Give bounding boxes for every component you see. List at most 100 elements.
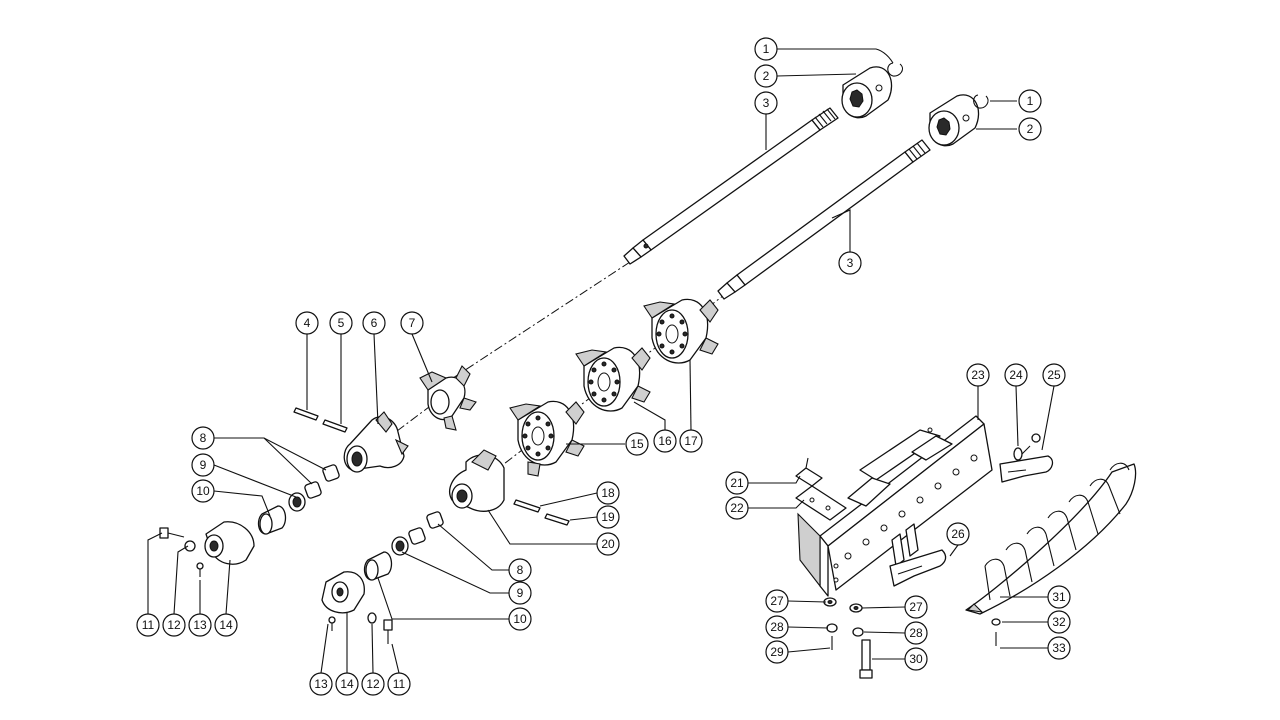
washer-28-right [852,627,864,637]
leader-lines [147,48,1055,674]
bearing-flange-14-center [321,571,365,614]
callout-number: 30 [909,652,923,666]
callout-23: 23 [966,363,990,387]
callout-24: 24 [1004,363,1028,387]
callout-number: 10 [513,612,527,626]
collar-b [928,94,980,147]
callout-number: 32 [1052,615,1066,629]
callout-number: 25 [1047,368,1061,382]
snap-ring-b [973,94,989,109]
spider-7 [419,365,477,431]
callout-3: 3 [754,91,778,115]
callout-21: 21 [725,471,749,495]
callout-number: 10 [196,484,210,498]
callout-number: 14 [219,618,233,632]
callout-1: 1 [754,37,778,61]
callout-number: 1 [1027,94,1034,108]
callout-2: 2 [1018,117,1042,141]
callout-10: 10 [508,607,532,631]
callout-29: 29 [765,640,789,664]
bearing-housing-20 [449,449,505,512]
callout-number: 7 [409,316,416,330]
callout-number: 11 [142,618,155,632]
callout-32: 32 [1047,610,1071,634]
snap-ring-a [887,62,903,77]
washer-12-left [184,540,196,552]
bolt-24 [1013,433,1041,461]
pins-4-5 [293,407,348,433]
callout-1: 1 [1018,89,1042,113]
callout-number: 27 [909,600,923,614]
plate-22 [795,485,847,521]
callout-18: 18 [596,481,620,505]
washer-12-center [367,612,377,624]
callout-8: 8 [191,426,215,450]
callout-28: 28 [904,621,928,645]
callout-number: 23 [971,368,985,382]
bearing-flange-14-left [204,521,255,565]
callout-19: 19 [596,505,620,529]
callout-number: 16 [658,434,672,448]
callout-number: 15 [630,437,644,451]
bolt-30 [859,639,873,679]
callout-15: 15 [625,432,649,456]
callout-number: 4 [304,316,311,330]
callout-7: 7 [400,311,424,335]
shield-31 [965,462,1137,615]
callout-number: 19 [601,510,615,524]
bracket-21 [795,457,823,487]
callout-16: 16 [653,429,677,453]
callout-26: 26 [946,522,970,546]
callout-number: 26 [951,527,965,541]
callout-2: 2 [754,64,778,88]
pins-18-19 [513,499,570,526]
callout-number: 20 [601,537,615,551]
callout-22: 22 [725,496,749,520]
callout-number: 31 [1052,590,1066,604]
callout-9: 9 [508,581,532,605]
callout-number: 17 [684,434,698,448]
shaft-b [717,139,931,300]
center-bushings [363,511,444,581]
callout-number: 22 [730,501,744,515]
callout-28: 28 [765,615,789,639]
callout-13: 13 [309,672,333,696]
callout-number: 1 [763,42,770,56]
callout-11: 11 [136,613,160,637]
left-bushings [257,464,340,535]
shaft-a [623,107,839,265]
spider-17 [643,298,719,364]
callout-number: 13 [314,677,328,691]
callout-14: 14 [335,672,359,696]
callout-4: 4 [295,311,319,335]
callout-number: 9 [517,586,524,600]
callout-number: 24 [1009,368,1023,382]
callout-8: 8 [508,558,532,582]
callout-27: 27 [765,589,789,613]
callout-number: 28 [909,626,923,640]
grease-nipple-13-left [196,562,204,577]
callout-12: 12 [361,672,385,696]
bearing-housing-6 [343,411,409,473]
callout-14: 14 [214,613,238,637]
callout-number: 14 [340,677,354,691]
callout-number: 8 [200,431,207,445]
callout-number: 21 [730,476,744,490]
grease-nipple-13-center [328,616,336,631]
spider-16 [575,346,651,412]
frame-rail-23 [797,415,993,597]
callout-number: 2 [1027,122,1034,136]
callout-number: 12 [167,618,181,632]
callout-5: 5 [329,311,353,335]
callout-20: 20 [596,532,620,556]
callout-number: 27 [770,594,784,608]
callout-27: 27 [904,595,928,619]
callout-9: 9 [191,453,215,477]
spider-15 [509,400,585,477]
callout-33: 33 [1047,636,1071,660]
bolt-11-left [159,527,185,539]
callout-number: 8 [517,563,524,577]
callout-11: 11 [387,672,411,696]
callout-25: 25 [1042,363,1066,387]
